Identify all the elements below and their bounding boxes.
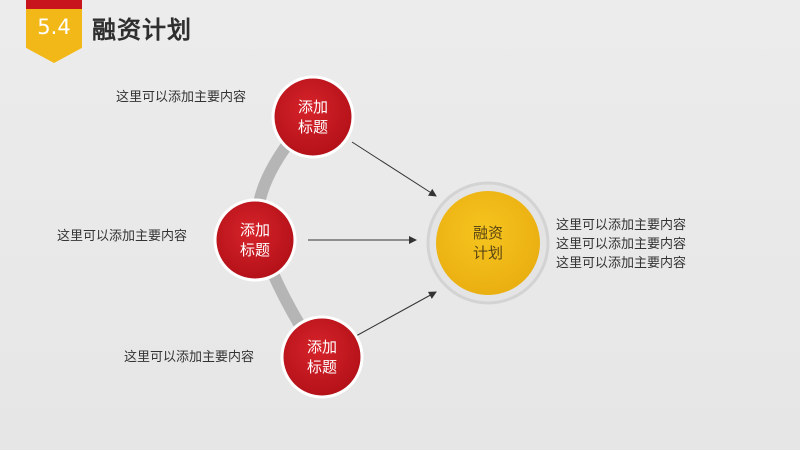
node-label-middle-line2: 标题 [239, 241, 270, 259]
center-caption-3: 这里可以添加主要内容 [556, 256, 687, 271]
slide-title: 融资计划 [92, 16, 192, 44]
caption-top: 这里可以添加主要内容 [116, 90, 247, 105]
caption-bottom: 这里可以添加主要内容 [124, 350, 255, 365]
center-label: 融资 计划 [458, 223, 518, 263]
arrow-bottom-to-center [355, 291, 437, 337]
section-number: 5.4 [37, 15, 71, 39]
node-label-top-line1: 添加 [297, 98, 328, 116]
node-label-top-line2: 标题 [297, 118, 328, 136]
node-circle-top [271, 75, 355, 159]
arrow-top-to-center [351, 141, 437, 197]
center-caption-1: 这里可以添加主要内容 [556, 218, 687, 233]
node-label-bottom: 添加 标题 [292, 337, 352, 377]
header-accent-strip [26, 0, 82, 9]
node-label-bottom-line2: 标题 [306, 358, 337, 376]
center-label-line2: 计划 [472, 244, 503, 262]
node-circle-bottom [280, 315, 364, 399]
center-caption-2: 这里可以添加主要内容 [556, 237, 687, 252]
center-label-line1: 融资 [472, 224, 503, 242]
center-circle [436, 191, 540, 295]
node-label-bottom-line1: 添加 [306, 338, 337, 356]
node-label-middle: 添加 标题 [225, 220, 285, 260]
caption-middle: 这里可以添加主要内容 [57, 229, 188, 244]
node-label-top: 添加 标题 [283, 97, 343, 137]
node-label-middle-line1: 添加 [239, 221, 270, 239]
node-circle-middle [213, 198, 297, 282]
center-captions: 这里可以添加主要内容 这里可以添加主要内容 这里可以添加主要内容 [556, 216, 686, 273]
